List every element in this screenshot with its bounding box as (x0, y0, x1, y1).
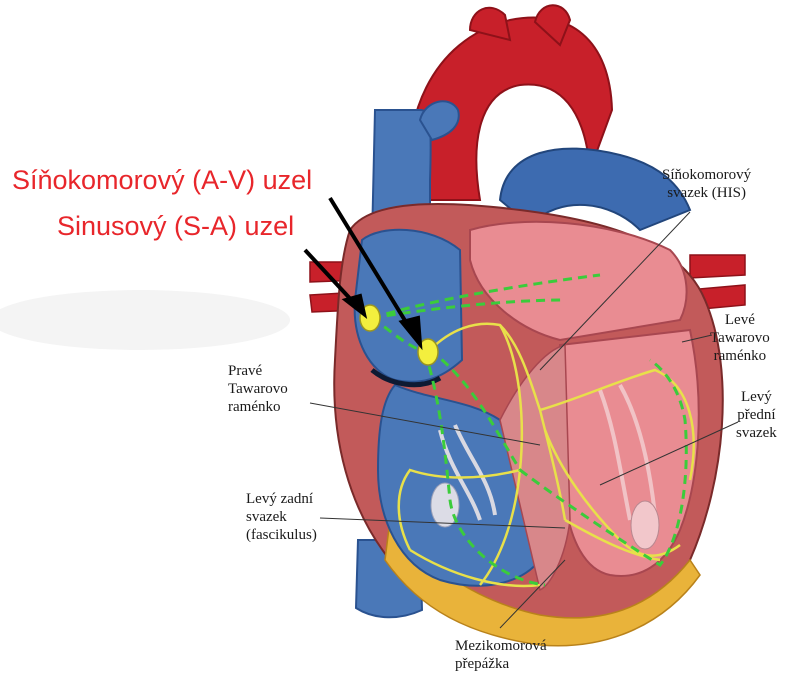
septum-label: Mezikomorová přepážka (455, 637, 547, 673)
left-posterior-fascicle-line2: svazek (246, 508, 317, 526)
left-posterior-fascicle-label: Levý zadní svazek (fascikulus) (246, 490, 317, 544)
left-bundle-branch-line1: Levé (710, 311, 770, 329)
left-anterior-fascicle-line2: přední (736, 406, 777, 424)
right-bundle-branch-label: Pravé Tawarovo raménko (228, 362, 288, 416)
left-bundle-branch-line3: raménko (710, 347, 770, 365)
left-anterior-fascicle-line3: svazek (736, 424, 777, 442)
right-bundle-branch-line3: raménko (228, 398, 288, 416)
av-node-label: Síňokomorový (A-V) uzel (12, 167, 312, 194)
septum-label-line2: přepážka (455, 655, 547, 673)
his-bundle-label-line2: svazek (HIS) (662, 184, 751, 202)
left-bundle-branch-label: Levé Tawarovo raménko (710, 311, 770, 365)
left-anterior-fascicle-label: Levý přední svazek (736, 388, 777, 442)
right-bundle-branch-line1: Pravé (228, 362, 288, 380)
his-bundle-label: Síňokomorový svazek (HIS) (662, 166, 751, 202)
left-anterior-fascicle-line1: Levý (736, 388, 777, 406)
left-posterior-fascicle-line3: (fascikulus) (246, 526, 317, 544)
septum-label-line1: Mezikomorová (455, 637, 547, 655)
sa-node-label: Sinusový (S-A) uzel (57, 213, 294, 240)
right-bundle-branch-line2: Tawarovo (228, 380, 288, 398)
left-posterior-fascicle-line1: Levý zadní (246, 490, 317, 508)
left-bundle-branch-line2: Tawarovo (710, 329, 770, 347)
his-bundle-label-line1: Síňokomorový (662, 166, 751, 184)
